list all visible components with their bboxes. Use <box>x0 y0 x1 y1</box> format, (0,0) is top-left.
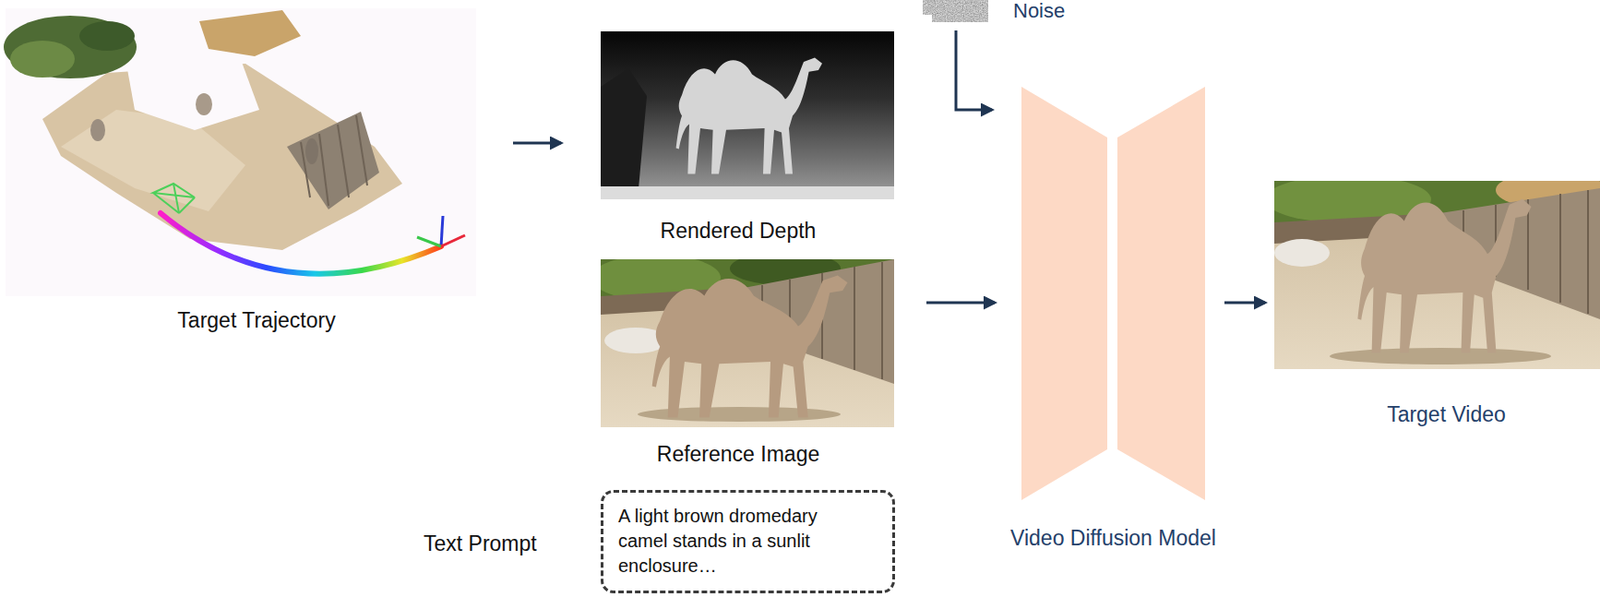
point-cloud-part <box>300 115 368 206</box>
caption: Target Video <box>1283 402 1600 428</box>
reference-photo-part-part <box>881 262 884 380</box>
depth-image-part <box>676 58 823 175</box>
encoder-block <box>1021 86 1108 501</box>
prompt-box: Text PromptA light brown dromedary camel… <box>600 489 896 594</box>
point-cloud-part-part <box>179 197 195 214</box>
noise-icon <box>922 0 989 23</box>
point-cloud-part-part <box>356 115 368 186</box>
point-cloud-part <box>160 213 442 275</box>
point-cloud-part-part <box>173 183 180 214</box>
caption: Target Trajectory <box>21 308 492 334</box>
arrow-connector <box>926 301 995 305</box>
prompt-heading: Text Prompt <box>423 531 538 557</box>
point-cloud-part <box>60 109 246 212</box>
caption: Reference Image <box>591 441 885 467</box>
target-video-frame <box>1274 180 1600 370</box>
noise-icon-part <box>931 0 989 23</box>
point-cloud-part-part <box>319 133 329 206</box>
model-block: Video Diffusion Model <box>1021 86 1206 501</box>
unet-shape <box>1021 86 1206 501</box>
target-video-frame-part-part <box>1559 193 1562 303</box>
point-cloud-part <box>3 15 137 79</box>
prompt-text: A light brown dromedary camel stands in … <box>618 503 854 579</box>
point-cloud-part <box>79 21 135 51</box>
image-panel: Rendered Depth <box>600 31 895 244</box>
image-panel: Target Trajectory <box>5 8 477 334</box>
point-cloud-part-part <box>153 183 195 198</box>
reference-photo-part-part <box>853 266 856 371</box>
image-area <box>5 8 477 297</box>
arrow-connector <box>1224 301 1266 305</box>
noise-input: Noise <box>918 0 1075 26</box>
arrow-connector <box>513 142 562 145</box>
reference-photo-part <box>652 275 848 418</box>
image-panel: Target Video <box>1274 180 1600 428</box>
noise-label: Noise <box>1013 0 1065 23</box>
point-cloud-part <box>441 215 443 247</box>
reference-photo <box>600 259 895 428</box>
point-cloud <box>3 8 477 297</box>
target-video-frame-part-part <box>1587 190 1589 314</box>
depth-image-part <box>600 68 647 200</box>
image-area <box>600 31 895 200</box>
target-video-frame-part <box>1357 199 1531 354</box>
point-cloud-part <box>199 10 301 57</box>
point-cloud-part <box>195 93 213 116</box>
point-cloud-part <box>153 183 195 214</box>
image-area <box>600 259 895 428</box>
decoder-block <box>1117 86 1206 501</box>
point-cloud-part <box>286 111 380 210</box>
model-label: Video Diffusion Model <box>1010 525 1217 551</box>
target-video-frame-part <box>1274 238 1330 267</box>
point-cloud-part-part <box>337 124 349 198</box>
image-panel: Reference Image <box>600 259 895 467</box>
point-cloud-part <box>90 119 106 142</box>
caption: Rendered Depth <box>591 218 885 244</box>
point-cloud-part <box>305 138 319 165</box>
point-cloud-part <box>125 47 260 131</box>
point-cloud-part <box>417 237 442 247</box>
target-video-frame-part <box>1329 347 1552 365</box>
arrow-connector <box>955 30 992 110</box>
depth-image-part <box>600 186 895 200</box>
image-area <box>1274 180 1600 370</box>
point-cloud-part <box>441 235 466 247</box>
point-cloud-part <box>10 40 75 78</box>
depth-image-part <box>600 31 895 200</box>
depth-image <box>600 31 895 200</box>
